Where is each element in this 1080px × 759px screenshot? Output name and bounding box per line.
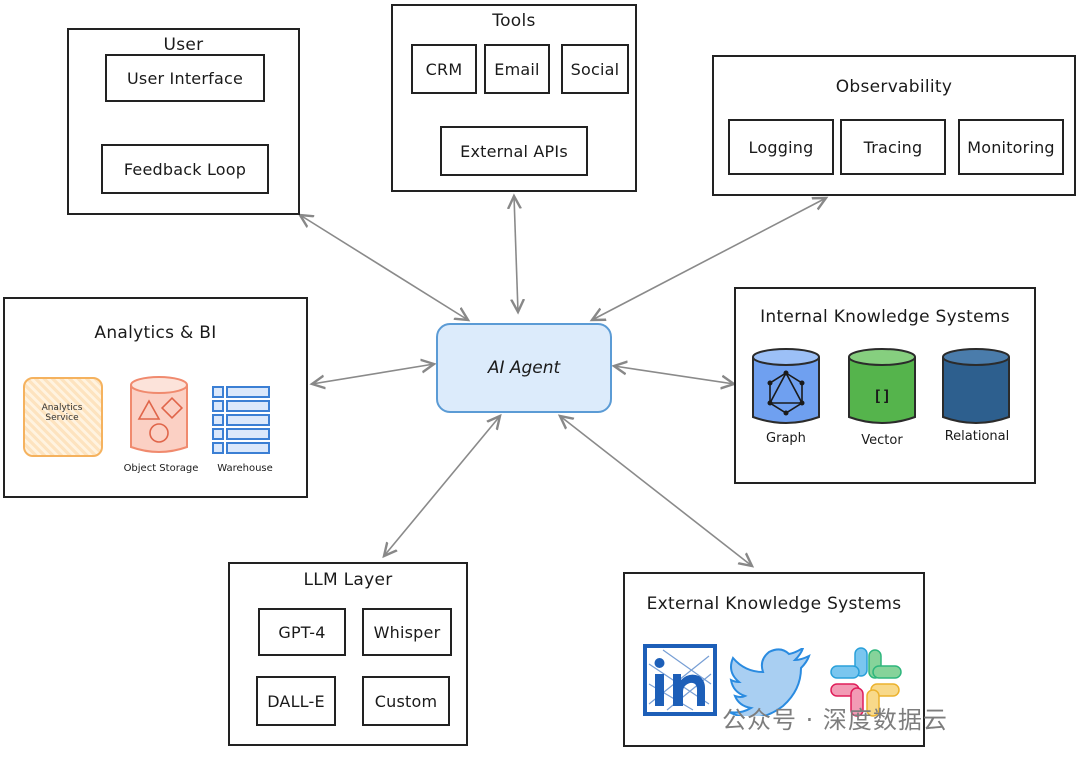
watermark-text: 公众号 · 深度数据云 [722,706,948,734]
gpt4-box: GPT-4 [258,608,346,656]
vector-db-icon [848,348,916,424]
internal-knowledge-panel: Internal Knowledge Systems Graph [] Vect… [734,287,1036,484]
whisper-box: Whisper [362,608,452,656]
llm-layer-title: LLM Layer [303,570,393,590]
observability-title: Observability [835,77,953,97]
warehouse-label: Warehouse [217,463,273,474]
llm-layer-panel: LLM Layer GPT-4 Whisper DALL-E Custom [228,562,468,746]
custom-box: Custom [362,676,450,726]
vector-glyph: [] [872,387,892,405]
analytics-panel: Analytics & BI Analytics Service Object … [3,297,308,498]
user-panel: User User Interface Feedback Loop [67,28,300,215]
internal-knowledge-title: Internal Knowledge Systems [760,307,1010,327]
arrow-external-agent [560,416,752,566]
warehouse-icon [212,386,270,454]
arrow-tools-agent [514,196,518,312]
analytics-title: Analytics & BI [94,323,217,343]
email-box: Email [484,44,550,94]
arrow-user-agent [300,215,468,320]
arrow-internal-agent [614,366,734,384]
tools-title: Tools [492,11,536,31]
tools-panel: Tools CRM Email Social External APIs [391,4,637,192]
analytics-service-label: Analytics Service [41,403,83,423]
dall-e-box: DALL-E [256,676,336,726]
twitter-logo-icon [729,648,811,716]
graph-db-icon [752,348,820,424]
crm-box: CRM [411,44,477,94]
monitoring-box: Monitoring [958,119,1064,175]
object-storage-icon [130,376,188,453]
linkedin-logo-icon [643,644,717,716]
user-title: User [163,35,204,55]
logging-box: Logging [728,119,834,175]
graph-label: Graph [766,431,806,446]
vector-label: Vector [861,433,903,448]
analytics-service-icon [23,377,103,457]
feedback-loop-box: Feedback Loop [101,144,269,194]
observability-panel: Observability Logging Tracing Monitoring [712,55,1076,196]
relational-db-icon [942,348,1010,424]
tracing-box: Tracing [840,119,946,175]
external-knowledge-title: External Knowledge Systems [646,594,902,614]
slack-logo-icon [830,647,902,717]
external-knowledge-panel: External Knowledge Systems [623,572,925,747]
arrow-llm-agent [384,416,500,556]
arrow-observability-agent [592,198,826,320]
ai-agent-node: AI Agent [436,323,612,413]
relational-label: Relational [944,429,1010,444]
external-apis-box: External APIs [440,126,588,176]
object-storage-label: Object Storage [123,463,199,474]
user-interface-box: User Interface [105,54,265,102]
social-box: Social [561,44,629,94]
arrow-analytics-agent [312,364,434,384]
